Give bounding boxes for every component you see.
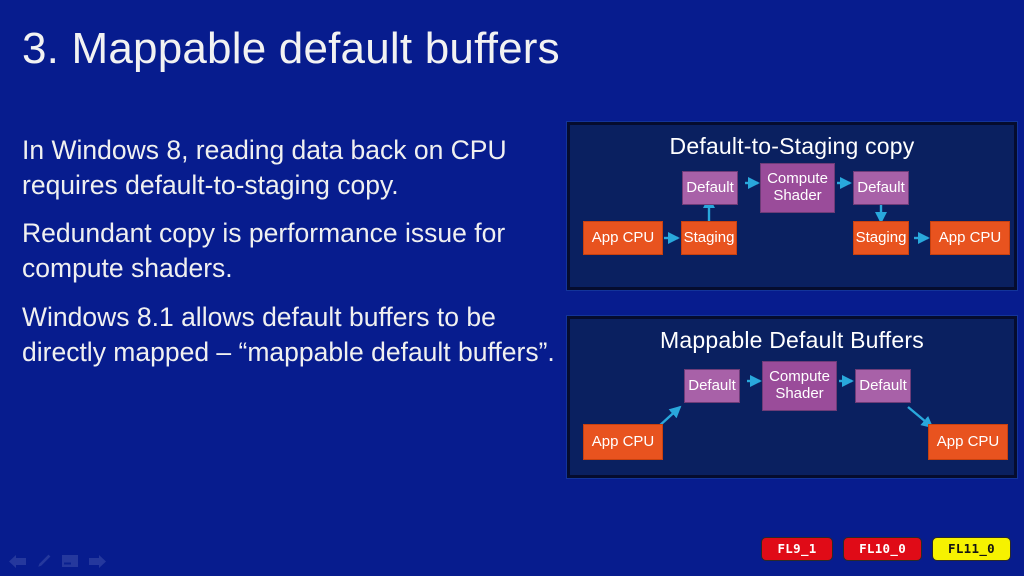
- diagram-top-canvas: Default Compute Shader Default App CPU S…: [570, 125, 1014, 287]
- pen-icon[interactable]: [37, 554, 51, 568]
- page-title: 3. Mappable default buffers: [22, 24, 560, 73]
- node-compute-shader[interactable]: Compute Shader: [762, 361, 837, 411]
- diagram-title-bottom: Mappable Default Buffers: [660, 327, 924, 353]
- paragraph-1: In Windows 8, reading data back on CPU r…: [22, 135, 507, 200]
- compute-shader-label: Compute Shader: [769, 368, 830, 402]
- node-app-cpu-right[interactable]: App CPU: [928, 424, 1008, 460]
- diagram-panel-mappable-default-buffers: Mappable Default Buffers Default: [566, 315, 1018, 479]
- paragraph-3: Windows 8.1 allows default buffers to be…: [22, 301, 555, 367]
- node-staging-right[interactable]: Staging: [853, 221, 909, 255]
- badge-fl9-1: FL9_1: [761, 536, 834, 561]
- slideshow-nav-controls: [9, 554, 106, 568]
- badge-fl11-0: FL11_0: [932, 536, 1011, 561]
- paragraph-2: Redundant copy is performance issue for …: [22, 218, 506, 284]
- compute-shader-label: Compute Shader: [767, 170, 828, 204]
- node-app-cpu-right[interactable]: App CPU: [930, 221, 1010, 255]
- node-app-cpu-left[interactable]: App CPU: [583, 424, 663, 460]
- body-text-block: In Windows 8, reading data back on CPU r…: [22, 133, 562, 369]
- node-default-left[interactable]: Default: [682, 171, 738, 205]
- slide-menu-icon[interactable]: [62, 555, 78, 567]
- next-slide-icon[interactable]: [89, 554, 106, 568]
- node-default-right[interactable]: Default: [855, 369, 911, 403]
- node-default-left[interactable]: Default: [684, 369, 740, 403]
- node-default-right[interactable]: Default: [853, 171, 909, 205]
- badge-fl10-0: FL10_0: [843, 536, 923, 561]
- previous-slide-icon[interactable]: [9, 554, 26, 568]
- node-staging-left[interactable]: Staging: [681, 221, 737, 255]
- diagram-panel-default-to-staging: Default-to-Staging copy: [566, 121, 1018, 291]
- node-app-cpu-left[interactable]: App CPU: [583, 221, 663, 255]
- feature-level-badges: FL9_1 FL10_0 FL11_0: [761, 536, 1011, 561]
- node-compute-shader[interactable]: Compute Shader: [760, 163, 835, 213]
- diagram-bottom-canvas: Default Compute Shader Default App CPU A…: [570, 319, 1014, 475]
- diagram-title-top: Default-to-Staging copy: [669, 133, 915, 159]
